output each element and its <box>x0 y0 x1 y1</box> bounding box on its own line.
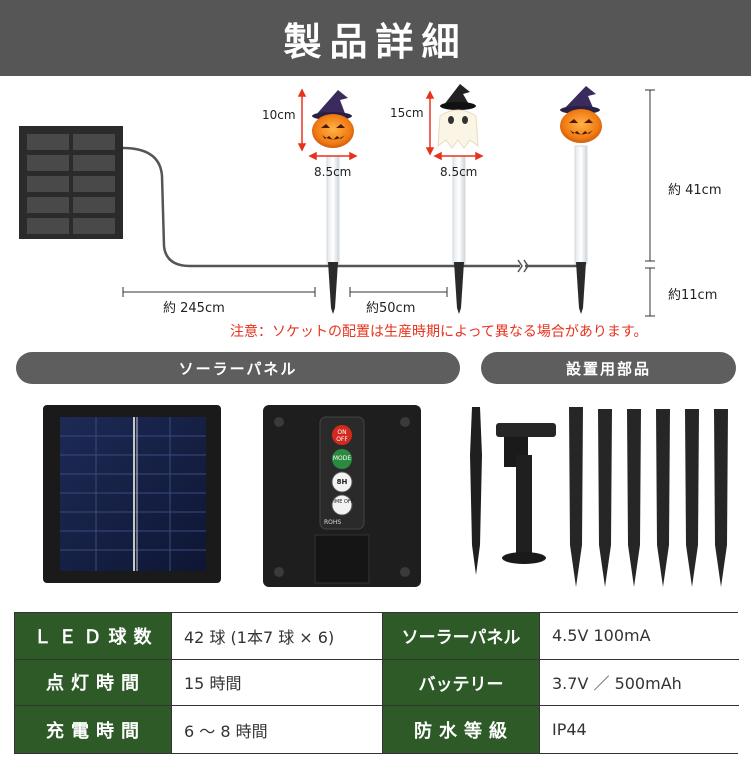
header-banner: 製品詳細 <box>0 0 751 76</box>
stake-3 <box>574 145 588 314</box>
cable-line <box>122 146 520 268</box>
spec-label-waterproof: 防水等級 <box>383 706 540 753</box>
stake-2 <box>452 155 466 314</box>
spec-value-waterproof: IP44 <box>540 706 739 753</box>
measure-lines <box>122 89 655 317</box>
spacing-label: 約50cm <box>366 301 416 316</box>
stake-height-label: 約 41cm <box>668 183 722 198</box>
section-parts: 設置用部品 <box>481 352 736 384</box>
section-solar-panel: ソーラーパネル <box>16 352 460 384</box>
spec-table: ＬＥＤ球数 42 球 (1本7 球 × 6) ソーラーパネル 4.5V 100m… <box>14 612 739 754</box>
ground-stakes-photo <box>569 407 728 587</box>
product-photos: ON OFF MODE 8H TIME OFF ROHS <box>0 395 751 600</box>
spec-value-charging: 6 〜 8 時間 <box>172 706 383 753</box>
spec-label-charging: 充電時間 <box>15 706 172 753</box>
pumpkin-light-3 <box>560 86 602 143</box>
rohs-mark: ROHS <box>324 519 342 526</box>
spec-value-solar: 4.5V 100mA <box>540 613 739 660</box>
ghost-height-label: 15cm <box>390 106 424 120</box>
dimension-arrows <box>297 88 484 161</box>
dimension-diagram: 10cm 8.5cm 15cm 8.5cm 約 41cm 約11cm 約 245… <box>0 76 751 356</box>
8h-button-label: 8H <box>336 478 348 486</box>
ghost-light <box>437 84 479 149</box>
on-off-button-label: ON OFF <box>336 429 348 443</box>
spec-value-lighting: 15 時間 <box>172 659 383 707</box>
diagram-svg <box>19 84 655 317</box>
mode-button-label: MODE <box>332 455 352 462</box>
page-title: 製品詳細 <box>283 19 468 64</box>
spec-label-lighting: 点灯時間 <box>15 659 172 707</box>
pumpkin-height-label: 10cm <box>262 108 296 122</box>
photos-svg <box>43 405 728 587</box>
spec-label-led: ＬＥＤ球数 <box>15 613 172 660</box>
spec-label-solar: ソーラーパネル <box>383 613 540 660</box>
spec-value-led: 42 球 (1本7 球 × 6) <box>172 613 383 660</box>
spec-value-battery: 3.7V ／ 500mAh <box>540 659 739 707</box>
time-off-button-label: TIME OFF <box>330 499 354 505</box>
mounting-spike-photo <box>470 407 556 575</box>
notice-text: 注意：ソケットの配置は生産時期によって異なる場合があります。 <box>230 324 648 340</box>
ghost-width-label: 8.5cm <box>440 165 478 179</box>
pumpkin-light-1 <box>312 90 354 148</box>
solar-panel-diagram <box>19 126 123 239</box>
solar-panel-back-photo <box>263 405 421 587</box>
cable-length-label: 約 245cm <box>163 301 225 316</box>
solar-panel-front-photo <box>43 405 221 583</box>
spec-label-battery: バッテリー <box>383 659 540 707</box>
pumpkin-width-label: 8.5cm <box>314 165 352 179</box>
stake-1 <box>326 155 340 314</box>
ground-height-label: 約11cm <box>668 288 718 303</box>
